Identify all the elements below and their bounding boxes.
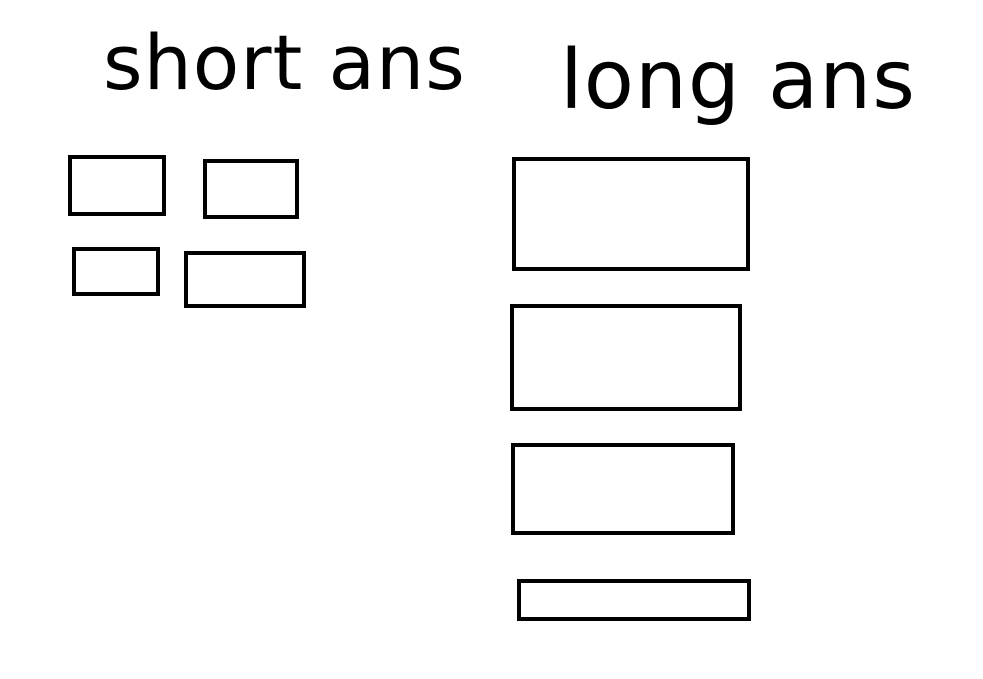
short-answer-box-1[interactable] — [68, 155, 166, 216]
long-answer-heading: long ans — [560, 33, 916, 128]
long-answer-box-2[interactable] — [510, 304, 742, 411]
long-answer-box-3[interactable] — [511, 443, 735, 535]
short-answer-heading: short ans — [103, 18, 466, 107]
short-answer-box-4[interactable] — [184, 251, 306, 308]
short-answer-box-3[interactable] — [72, 247, 160, 296]
long-answer-box-1[interactable] — [512, 157, 750, 271]
long-answer-box-4[interactable] — [517, 579, 751, 621]
short-answer-box-2[interactable] — [203, 159, 299, 219]
